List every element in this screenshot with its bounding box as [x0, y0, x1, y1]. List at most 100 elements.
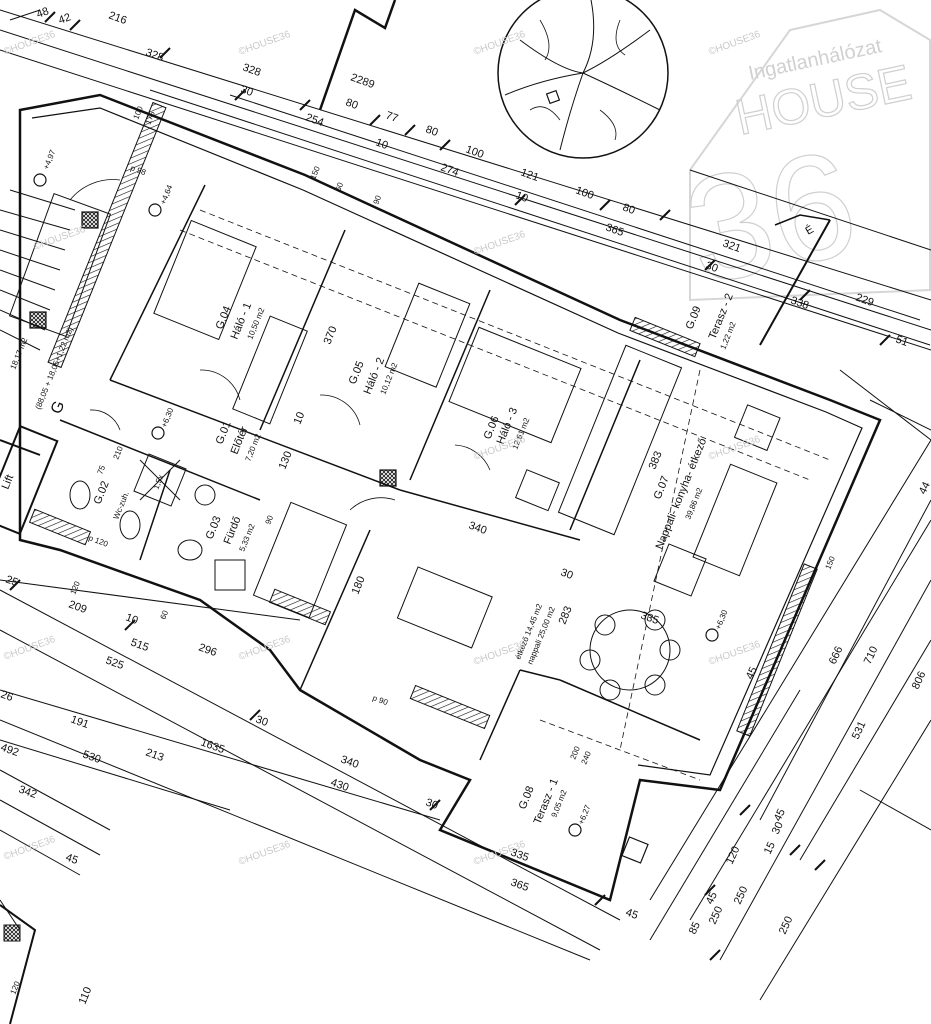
dim-right-1: 806 [910, 670, 929, 692]
dim-right-12: 45 [704, 890, 720, 906]
dim-bottom-10: 213 [144, 747, 165, 765]
dim-top-11: 100 [464, 144, 485, 162]
dim-int-16: 120 [69, 579, 83, 595]
stair-letter: G [48, 399, 68, 417]
dim-top-0: 48 [35, 5, 51, 20]
dim-top-6: 30 [239, 84, 255, 99]
level-marker-4: +6,30 [714, 608, 730, 631]
dim-top-7: 254 [304, 112, 325, 130]
dim-bottom-6: 26 [0, 689, 15, 704]
wm-14: ©HOUSE36 [237, 839, 292, 868]
dim-top-20: 30 [704, 260, 720, 275]
dim-bottom-1: 209 [67, 599, 88, 617]
dim-top-23: 51 [894, 334, 910, 349]
dim-bottom-14: 340 [339, 754, 360, 772]
dim-bottom-19: 365 [509, 877, 530, 895]
dim-right-0: 44 [917, 480, 931, 496]
room-id-g02: G.02 [92, 480, 112, 507]
building-walls [18, 93, 882, 902]
dim-top-14: 121 [519, 167, 540, 185]
dim-bottom-13: 30 [254, 714, 270, 729]
dim-int-17: 60 [159, 609, 171, 621]
dim-bottom-7: 191 [69, 714, 90, 732]
dim-int-13: 335 [639, 610, 660, 628]
wm-7: ©HOUSE36 [707, 434, 762, 463]
dim-bottom-20: 45 [624, 907, 640, 922]
dim-bottom-8: 492 [0, 742, 20, 760]
dim-int-4: 90 [372, 194, 384, 206]
dim-int-18: 200 [569, 744, 583, 760]
wm-4: ©HOUSE36 [237, 29, 292, 58]
wm-13: ©HOUSE36 [2, 834, 57, 863]
dim-int-2: 150 [309, 164, 323, 180]
staircase [0, 189, 112, 351]
dim-int-6: 130 [277, 450, 295, 472]
dim-right-10: 250 [732, 885, 751, 907]
dimension-lines-bottom [0, 579, 621, 961]
level-marker-2: +4,64 [159, 183, 175, 206]
interior-walls [59, 184, 701, 761]
dim-bottom-15: 430 [329, 777, 350, 795]
dim-int-19: 240 [580, 749, 594, 765]
dimension-text-top: 48 42 216 328 328 2289 30 254 80 77 80 1… [35, 5, 910, 349]
dim-bottom-3: 515 [129, 637, 150, 655]
level-marker-5: +6,27 [577, 803, 593, 826]
dim-bottom-18: 335 [509, 847, 530, 865]
dim-right-13: 250 [707, 905, 726, 927]
dim-right-14: 250 [777, 915, 796, 937]
dim-int-24: 110 [77, 985, 95, 1006]
dim-bottom-16: 45 [64, 852, 80, 867]
dim-bottom-9: 530 [81, 749, 102, 767]
dimension-ticks [9, 11, 891, 961]
door-swings [69, 179, 491, 511]
dim-int-9: 383 [647, 450, 665, 472]
room-labels: G.04 Háló - 1 10,50 m2 G.05 Háló - 2 10,… [0, 148, 738, 826]
dim-bottom-12: 342 [17, 784, 38, 802]
dim-right-9: 120 [724, 845, 743, 867]
dim-bottom-5: 525 [104, 655, 125, 673]
dim-int-10: 283 [557, 605, 575, 627]
dim-top-13: 274 [439, 162, 460, 180]
dim-int-21: p 90 [371, 693, 389, 707]
dim-int-14: 75 [96, 464, 108, 476]
dim-top-22: 229 [854, 292, 875, 310]
level-marker-1: +4,97 [42, 148, 58, 171]
dim-top-5: 2289 [349, 72, 376, 92]
dim-int-15: 210 [112, 444, 126, 460]
room-id-g08: G.08 [517, 785, 537, 812]
dim-top-15: 10 [514, 190, 530, 205]
room-id-g04: G.04 [214, 305, 234, 332]
dim-top-16: 100 [574, 185, 595, 203]
dim-int-8: 340 [467, 520, 488, 538]
dim-top-17: 80 [621, 202, 637, 217]
dim-right-7: 30 [770, 820, 786, 836]
tree-symbol [497, 0, 669, 159]
room-name-g02: Wc-zuh. [112, 490, 131, 521]
dim-top-3: 328 [144, 47, 165, 65]
dim-top-9: 77 [384, 110, 400, 125]
bathroom-fixtures [69, 453, 348, 619]
dim-top-1: 42 [57, 11, 73, 26]
room-id-g05: G.05 [347, 360, 367, 387]
dim-int-11: 180 [350, 575, 368, 597]
wm-2: ©HOUSE36 [707, 29, 762, 58]
dim-right-3: 666 [827, 645, 846, 667]
dim-right-4: 531 [850, 720, 869, 742]
dim-top-2: 216 [107, 10, 128, 28]
level-markers [33, 173, 719, 864]
room-id-g07: G.07 [652, 475, 672, 502]
wm-10: ©HOUSE36 [237, 634, 292, 663]
dim-bottom-2: 10 [124, 612, 140, 627]
stair-levels-label: (88,05 + 18,05+1,22 m2) [34, 325, 75, 410]
dim-right-6: 45 [772, 807, 788, 823]
dim-top-8: 80 [344, 97, 360, 112]
dim-int-23: p 120 [87, 533, 109, 548]
room-id-g01: G.01 [214, 420, 234, 447]
dim-bottom-17: 30 [424, 797, 440, 812]
furniture-beds [153, 219, 582, 444]
watermark-logo: Ingatlanhálózat HOUSE 36 [671, 8, 931, 317]
dim-int-20: 90 [264, 514, 276, 526]
dim-int-3: 60 [334, 181, 346, 193]
dim-right-11: 85 [687, 920, 703, 936]
